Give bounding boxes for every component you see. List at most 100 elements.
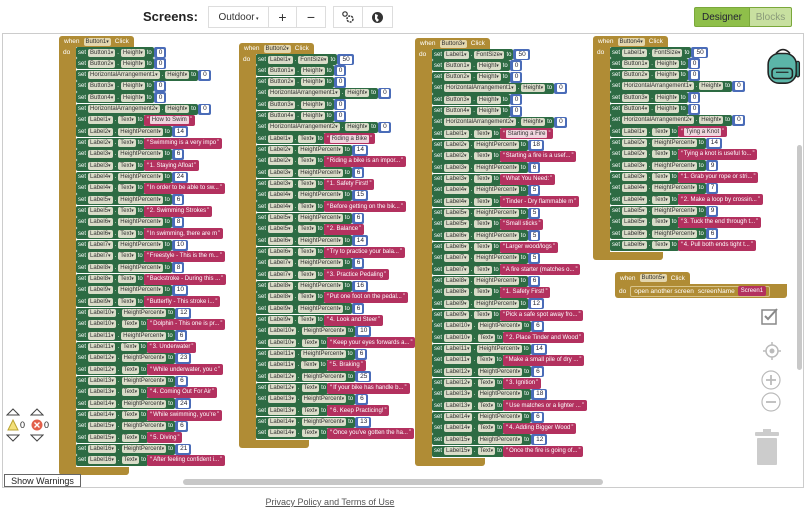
component-dropdown[interactable]: Label3 (88, 150, 113, 159)
property-dropdown[interactable]: HeightPercent (118, 263, 163, 272)
number-block[interactable]: 50 (337, 54, 354, 65)
text-value[interactable]: What You Need: (505, 176, 550, 183)
number-value[interactable]: 0 (512, 95, 521, 104)
number-block[interactable]: 0 (198, 69, 211, 81)
property-dropdown[interactable]: Height (300, 78, 325, 87)
property-dropdown[interactable]: Text (298, 293, 316, 302)
text-value[interactable]: 4. Look and Steer (329, 317, 378, 324)
property-dropdown[interactable]: Text (298, 248, 316, 257)
number-value[interactable]: 12 (178, 309, 190, 318)
property-dropdown[interactable]: Height (654, 59, 679, 68)
property-dropdown[interactable]: Text (652, 218, 670, 227)
component-dropdown[interactable]: Button3 (444, 95, 472, 104)
property-dropdown[interactable]: HeightPercent (652, 161, 697, 170)
number-block[interactable]: 18 (531, 388, 548, 400)
number-block[interactable]: 12 (531, 434, 548, 446)
number-value[interactable]: 0 (690, 59, 699, 68)
property-dropdown[interactable]: Text (118, 116, 136, 125)
screen-name-text[interactable]: Screen1 (737, 286, 767, 296)
property-dropdown[interactable]: Height (120, 59, 145, 68)
component-dropdown[interactable]: Label11 (444, 345, 472, 354)
text-block[interactable]: “5. Braking” (326, 359, 366, 371)
text-value[interactable]: Swimming is a very impo (149, 140, 217, 147)
number-value[interactable]: 6 (534, 367, 542, 376)
number-block[interactable]: 0 (509, 94, 523, 106)
property-dropdown[interactable]: Text (118, 207, 136, 216)
text-value[interactable]: Riding a Bike (329, 134, 370, 143)
property-dropdown[interactable]: Text (301, 406, 320, 415)
component-dropdown[interactable]: Label3 (268, 180, 293, 189)
property-dropdown[interactable]: Text (298, 270, 316, 279)
number-value[interactable]: 6 (178, 377, 186, 386)
property-dropdown[interactable]: HeightPercent (298, 259, 343, 268)
number-value[interactable]: 5 (530, 186, 539, 195)
component-dropdown[interactable]: Button5 (639, 274, 667, 282)
text-block[interactable]: “1. Safety First!” (499, 286, 551, 298)
component-dropdown[interactable]: Label6 (268, 248, 293, 257)
property-dropdown[interactable]: HeightPercent (477, 413, 523, 422)
property-dropdown[interactable]: HeightPercent (477, 322, 523, 331)
component-dropdown[interactable]: Label6 (268, 236, 293, 245)
component-dropdown[interactable]: Label2 (444, 152, 469, 161)
property-dropdown[interactable]: HeightPercent (298, 236, 343, 245)
number-block[interactable]: 0 (333, 76, 347, 88)
component-dropdown[interactable]: Label6 (622, 241, 647, 250)
text-block[interactable]: “Pick a safe spot away fro...” (499, 309, 584, 321)
property-dropdown[interactable]: Text (477, 424, 496, 433)
number-block[interactable]: 6 (175, 375, 188, 387)
component-dropdown[interactable]: Label10 (444, 322, 472, 331)
number-block[interactable]: 5 (527, 230, 541, 242)
number-block[interactable]: 5 (527, 184, 541, 196)
component-dropdown[interactable]: Button1 (444, 61, 472, 70)
component-dropdown[interactable]: Label3 (444, 175, 469, 184)
component-dropdown[interactable]: Label10 (88, 309, 116, 318)
component-dropdown[interactable]: HorizontalArrangement1 (622, 82, 694, 91)
component-dropdown[interactable]: Label4 (622, 184, 647, 193)
property-dropdown[interactable]: Text (118, 139, 136, 148)
number-value[interactable]: 5 (530, 254, 539, 263)
number-block[interactable]: 0 (554, 116, 567, 128)
property-dropdown[interactable]: HeightPercent (118, 195, 163, 204)
horizontal-scrollbar[interactable] (183, 479, 603, 485)
number-block[interactable]: 8 (171, 262, 185, 274)
component-dropdown[interactable]: HorizontalArrangement2 (444, 118, 516, 127)
number-value[interactable]: 0 (156, 48, 165, 57)
property-dropdown[interactable]: HeightPercent (118, 241, 163, 250)
property-dropdown[interactable]: Text (477, 447, 496, 456)
number-value[interactable]: 24 (174, 173, 187, 182)
property-dropdown[interactable]: Text (474, 288, 492, 297)
